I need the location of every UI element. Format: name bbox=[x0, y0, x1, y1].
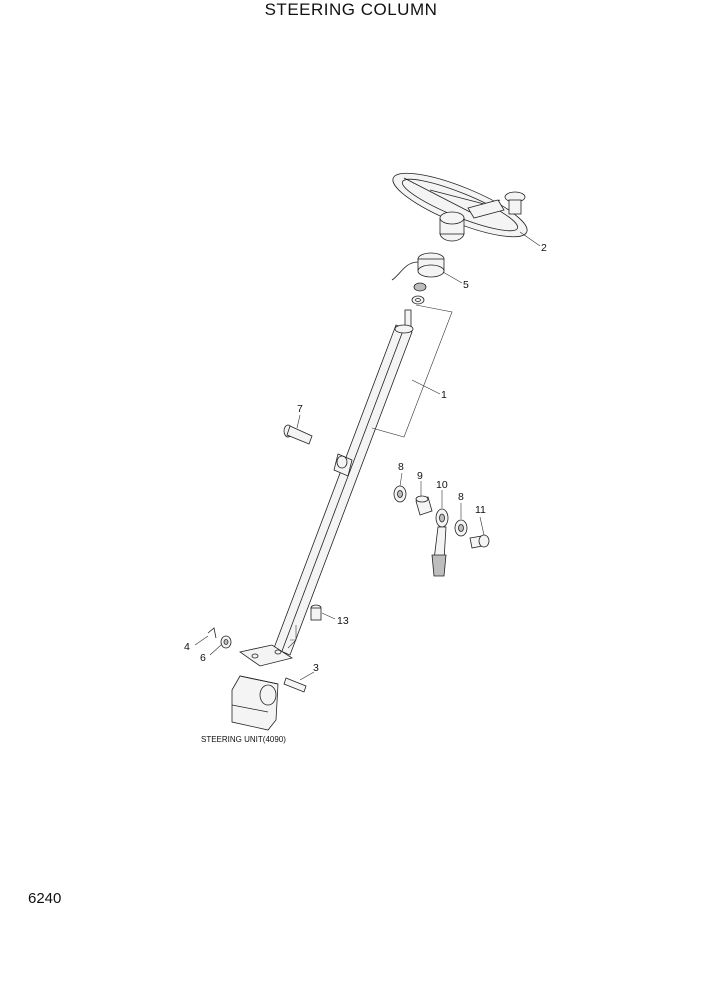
callout-bracket-1 bbox=[371, 304, 453, 438]
column-cover bbox=[391, 252, 445, 281]
bolt-11 bbox=[469, 534, 490, 549]
callout-8-left: 8 bbox=[398, 461, 404, 473]
page-number: 6240 bbox=[28, 890, 62, 907]
steering-column-tube bbox=[273, 309, 414, 656]
callout-6: 6 bbox=[200, 652, 206, 664]
callout-3: 3 bbox=[313, 662, 319, 674]
tilt-lever-10 bbox=[431, 508, 449, 577]
mounting-plate bbox=[239, 644, 293, 667]
bolt-3 bbox=[283, 677, 307, 693]
callout-2: 2 bbox=[541, 242, 547, 254]
steering-unit-caption: STEERING UNIT(4090) bbox=[201, 735, 286, 744]
callout-5: 5 bbox=[463, 279, 469, 291]
fitting-leader bbox=[287, 625, 297, 649]
bolt-7 bbox=[283, 424, 313, 445]
steering-wheel bbox=[392, 172, 528, 242]
callout-1: 1 bbox=[441, 389, 447, 401]
steering-unit bbox=[231, 675, 279, 731]
washer-8-left bbox=[393, 485, 407, 503]
nut-and-washer bbox=[411, 282, 427, 305]
washer-6 bbox=[220, 635, 232, 649]
callout-11: 11 bbox=[475, 504, 486, 516]
callout-8-right: 8 bbox=[458, 491, 464, 503]
grease-fitting-13 bbox=[310, 604, 322, 621]
callout-13: 13 bbox=[337, 615, 349, 627]
diagram-title: STEERING COLUMN bbox=[264, 0, 438, 19]
callout-4: 4 bbox=[184, 641, 190, 653]
callout-10: 10 bbox=[436, 479, 448, 491]
clip-4 bbox=[207, 627, 217, 639]
callout-9: 9 bbox=[417, 470, 423, 482]
callout-7: 7 bbox=[297, 403, 303, 415]
washer-8-right bbox=[454, 519, 468, 537]
bushing-9 bbox=[415, 495, 433, 516]
leader-lines bbox=[194, 231, 541, 681]
